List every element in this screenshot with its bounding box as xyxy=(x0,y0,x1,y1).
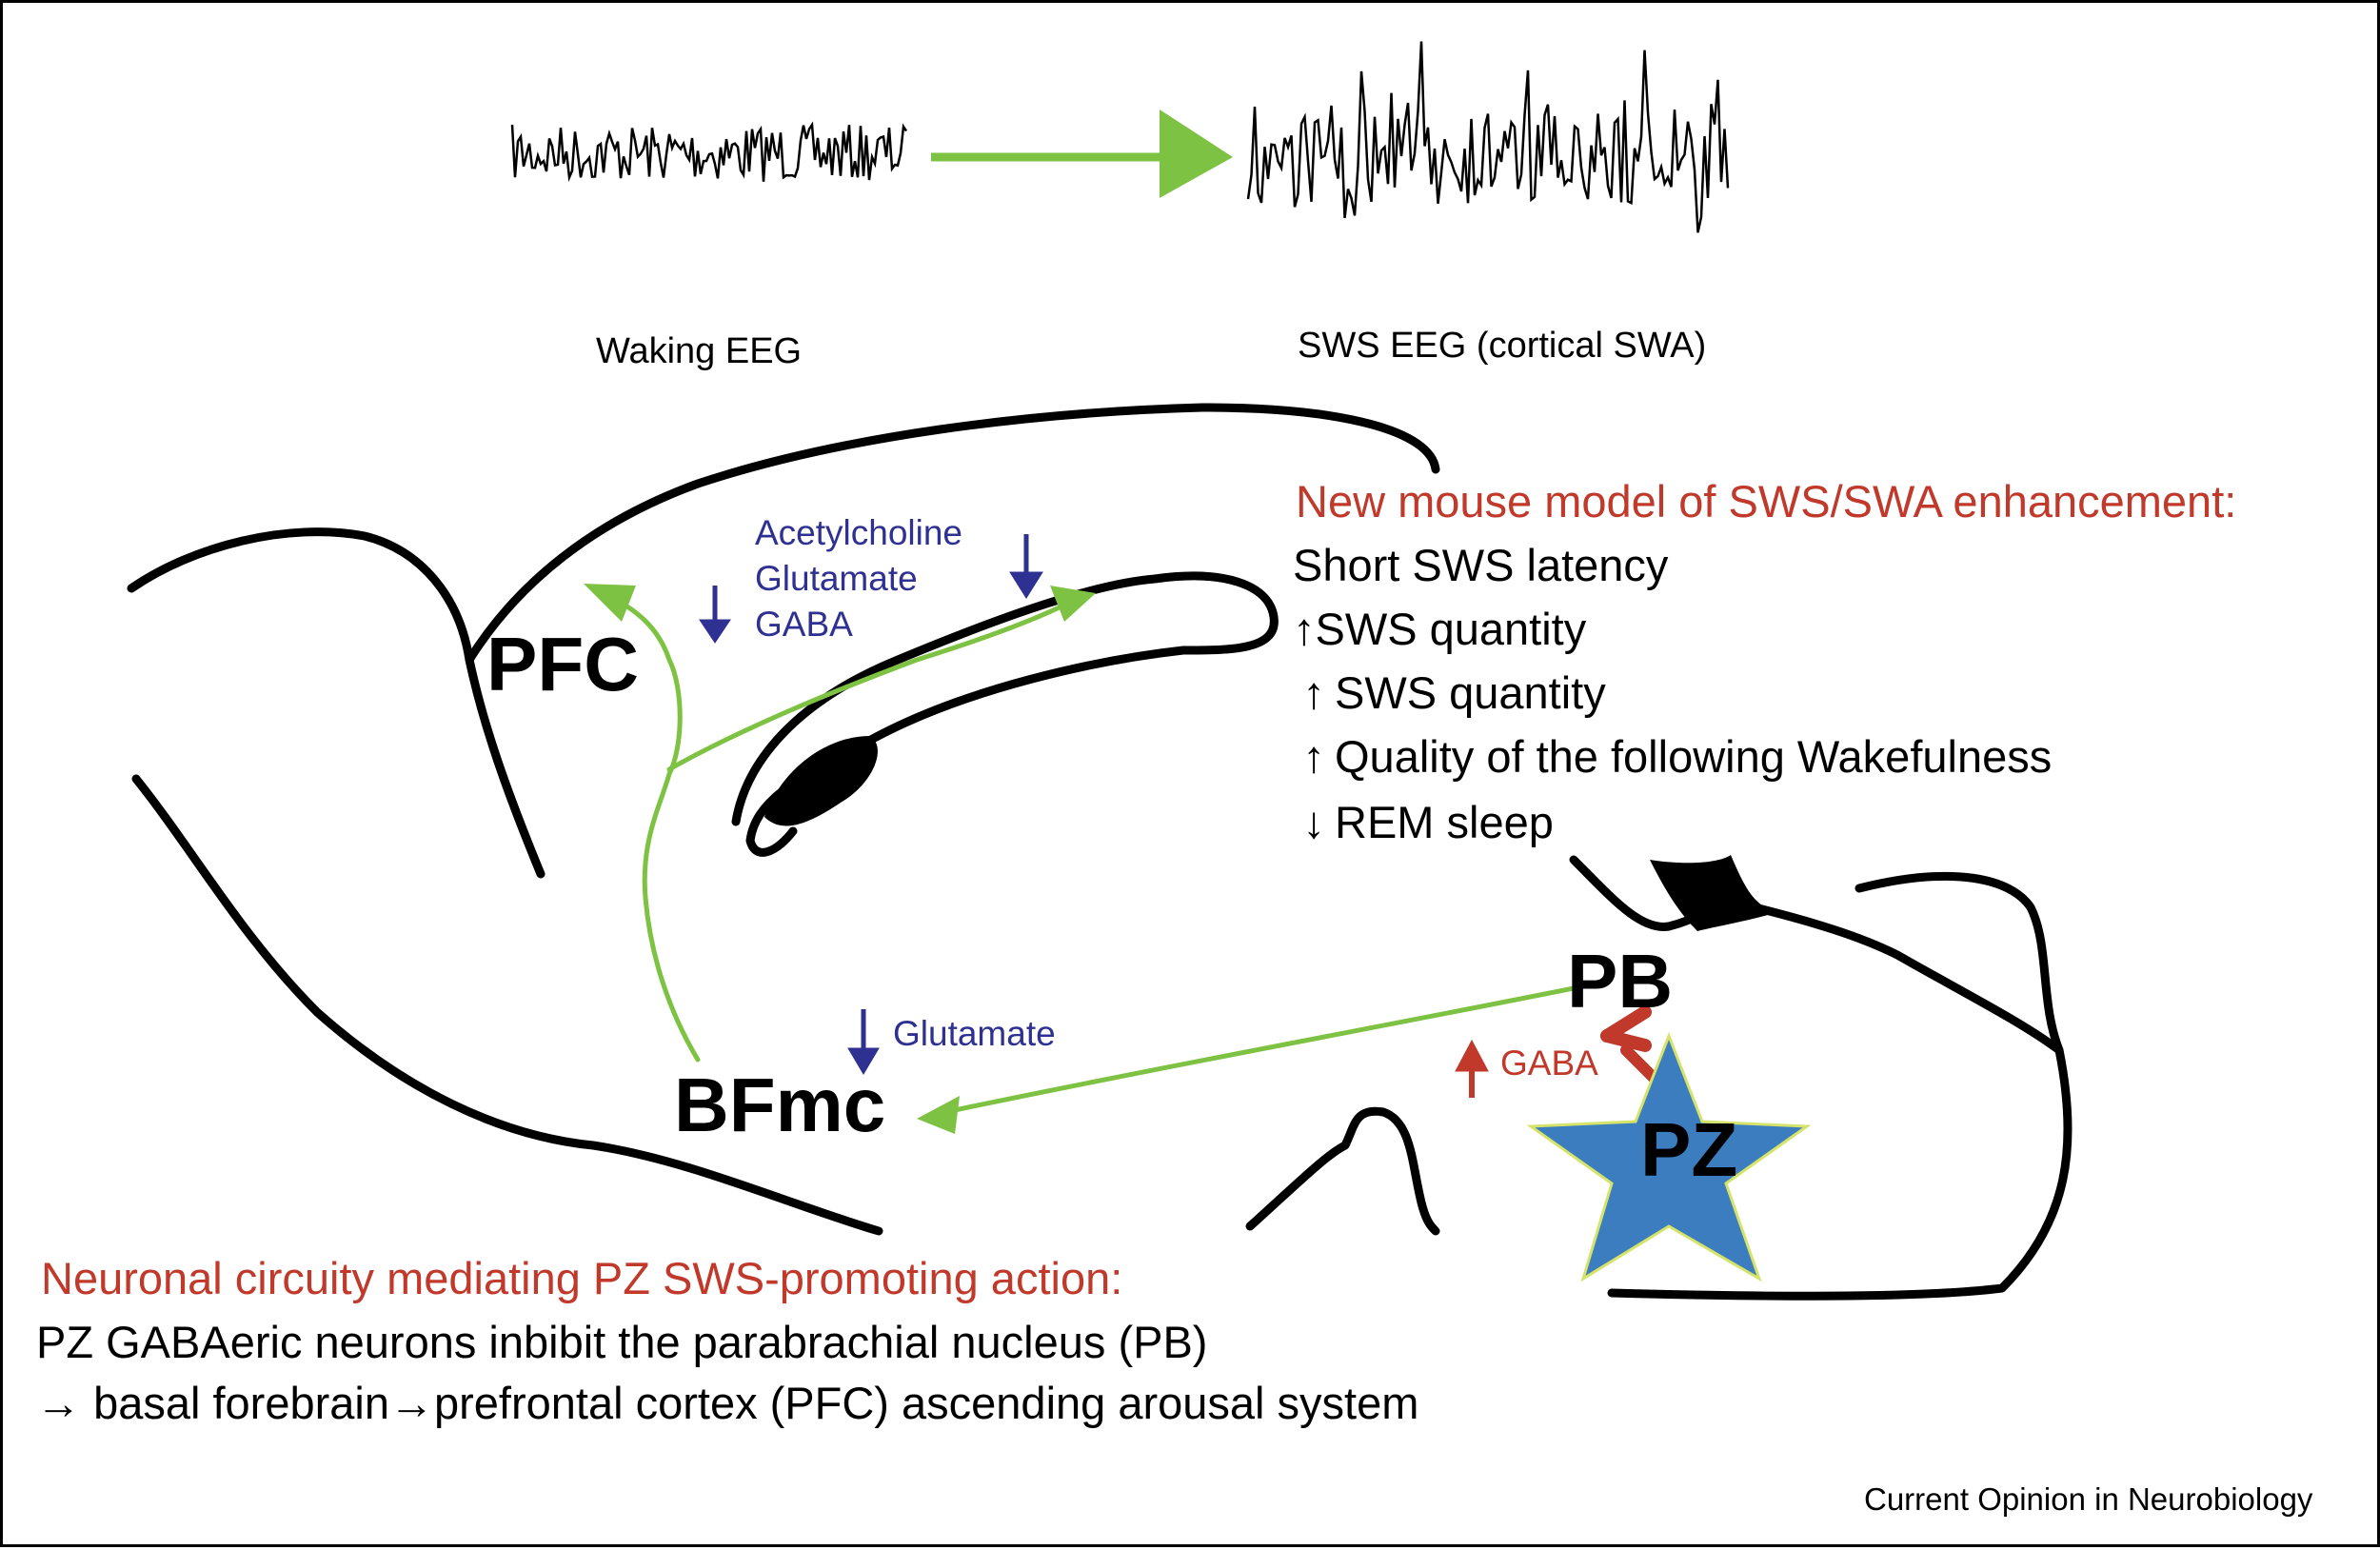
lateral-ventricle xyxy=(764,736,878,826)
model-item: ↑Quality of the following Wakefulness xyxy=(1293,734,2052,779)
model-item-text: Short SWS latency xyxy=(1293,540,1669,590)
circuitry-title: Neuronal circuity mediating PZ SWS-promo… xyxy=(41,1253,1123,1303)
neurotransmitter-gaba: GABA xyxy=(755,605,853,644)
model-title: New mouse model of SWS/SWA enhancement: xyxy=(1296,476,2237,527)
circuitry-line-2: → basal forebrain→prefrontal cortex (PFC… xyxy=(36,1381,1418,1425)
model-item: ↑SWS quantity xyxy=(1293,667,1606,718)
credit-label: Current Opinion in Neurobiology xyxy=(1864,1481,2313,1517)
waking-eeg-trace xyxy=(510,121,908,183)
eeg-transition-arrow xyxy=(931,109,1233,198)
right-arrow-icon: → xyxy=(388,1378,434,1428)
neurotransmitter-glutamate: Glutamate xyxy=(755,559,918,598)
brainstem-nucleus-shape xyxy=(1650,855,1778,931)
down-arrow-icon: ↓ xyxy=(1302,797,1325,847)
bfmc-arrowhead xyxy=(917,1096,960,1134)
model-item: ↑SWS quantity xyxy=(1293,606,1586,651)
pb-label: PB xyxy=(1567,939,1674,1023)
circuitry-line-1: PZ GABAeric neurons inbibit the parabrac… xyxy=(36,1317,1208,1367)
model-item: Short SWS latency xyxy=(1293,543,1668,587)
pfc-arrowhead xyxy=(584,584,636,622)
sws-eeg-label: SWS EEG (cortical SWA) xyxy=(1298,326,1707,366)
model-item-text: REM sleep xyxy=(1335,797,1554,847)
arousal-pathways xyxy=(609,595,1577,1115)
bf-glutamate-label: Glutamate xyxy=(893,1014,1056,1053)
prefrontal-cortex-text: prefrontal cortex (PFC) ascending arousa… xyxy=(433,1378,1419,1428)
sws-eeg-trace xyxy=(1246,41,1730,233)
pfc-label: PFC xyxy=(486,622,639,706)
bfmc-label: BFmc xyxy=(674,1063,886,1147)
neurotransmitter-acetylcholine: Acetylcholine xyxy=(755,513,963,552)
right-arrow-icon: → xyxy=(36,1378,81,1428)
model-item: ↓REM sleep xyxy=(1293,800,1554,845)
basal-forebrain-text: basal forebrain xyxy=(93,1378,389,1428)
pz-label: PZ xyxy=(1640,1107,1738,1192)
up-arrow-icon: ↑ xyxy=(1302,731,1325,782)
cortex-arrowhead xyxy=(1050,586,1096,622)
pz-star xyxy=(1526,1031,1812,1282)
diagram-artwork xyxy=(127,41,2073,1301)
brain-outline xyxy=(127,403,2073,1301)
up-arrow-icon: ↑ xyxy=(1302,667,1325,718)
gaba-up-arrow xyxy=(1455,1039,1489,1098)
model-item-text: SWS quantity xyxy=(1315,604,1587,654)
up-arrow-icon: ↑ xyxy=(1293,604,1316,654)
model-item-text: SWS quantity xyxy=(1335,667,1606,718)
pz-gaba-label: GABA xyxy=(1500,1043,1598,1083)
model-item-text: Quality of the following Wakefulness xyxy=(1335,731,2053,782)
blue-down-arrows xyxy=(699,534,1043,1075)
waking-eeg-label: Waking EEG xyxy=(596,331,803,371)
